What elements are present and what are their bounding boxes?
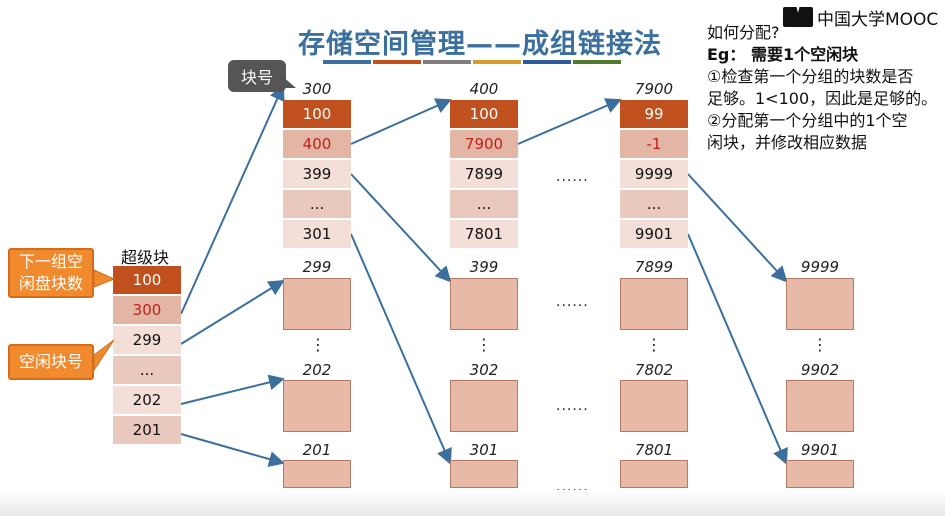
group-cell: 100	[450, 100, 518, 128]
group-cell: 7900	[450, 130, 518, 158]
free-block	[786, 278, 854, 330]
pointer-arrow	[180, 433, 285, 467]
title-bar-2	[373, 60, 421, 64]
title-bar-5	[523, 60, 571, 64]
group-cell: ...	[283, 190, 351, 218]
group-cell: 7801	[450, 220, 518, 248]
free-block	[283, 380, 351, 432]
title-bar-1	[323, 60, 371, 64]
pointer-arrow	[180, 279, 285, 345]
group-cell: 100	[283, 100, 351, 128]
pointer-arrow	[350, 173, 452, 283]
mooc-logo-icon	[783, 7, 813, 27]
free-block-label: 9902	[800, 361, 840, 379]
group-cell: 301	[283, 220, 351, 248]
superblock-cell: 201	[113, 416, 181, 444]
pointer-arrow	[687, 173, 788, 283]
page-title: 存储空间管理——成组链接法	[298, 29, 662, 60]
title-bar-4	[473, 60, 521, 64]
pointer-arrow	[180, 84, 285, 315]
group-label: 7900	[634, 80, 674, 98]
free-block	[450, 380, 518, 432]
note-step1b: 足够。1<100，因此是足够的。	[707, 89, 938, 108]
note-step2b: 闲块，并修改相应数据	[707, 133, 868, 152]
free-block	[283, 460, 351, 488]
free-block	[786, 460, 854, 488]
free-block	[620, 278, 688, 330]
note-step1a: ①检查第一个分组的块数是否	[707, 67, 914, 86]
free-block-label: 202	[302, 361, 332, 379]
free-block	[786, 380, 854, 432]
pointer-arrow	[517, 98, 622, 145]
free-block-label: 299	[302, 258, 332, 276]
free-block	[620, 380, 688, 432]
group-cell: 99	[620, 100, 688, 128]
title-bar-3	[423, 60, 471, 64]
free-block-label: 7899	[634, 258, 674, 276]
group-cell: 399	[283, 160, 351, 188]
group-cell: -1	[620, 130, 688, 158]
group-cell: 9901	[620, 220, 688, 248]
free-block	[450, 278, 518, 330]
note-question: 如何分配?	[707, 23, 780, 42]
free-block-label: 7802	[634, 361, 674, 379]
free-block-label: 301	[469, 441, 499, 459]
superblock-label: 超级块	[121, 248, 170, 267]
free-block-label: 9901	[800, 441, 840, 459]
callout-next-group-text: 下一组空闲盘块数	[18, 252, 83, 293]
pointer-arrow	[350, 98, 452, 145]
ellipsis-row-1: ......	[556, 294, 589, 310]
group-cell: 400	[283, 130, 351, 158]
group-cell: 7899	[450, 160, 518, 188]
superblock-cell: 100	[113, 266, 181, 294]
free-block-label: 201	[302, 441, 332, 459]
free-block-label: 7801	[634, 441, 674, 459]
free-block	[620, 460, 688, 488]
superblock-cell: ...	[113, 356, 181, 384]
free-block-label: 9999	[800, 258, 840, 276]
group-cell: 9999	[620, 160, 688, 188]
footer-strip	[0, 490, 945, 516]
superblock-cell: 300	[113, 296, 181, 324]
free-block	[283, 278, 351, 330]
pointer-arrow	[350, 233, 452, 465]
group-label: 400	[469, 80, 499, 98]
pointer-arrow	[687, 233, 788, 465]
mooc-logo-text: 中国大学MOOC	[817, 9, 939, 30]
group-label: 300	[302, 80, 332, 98]
superblock-cell: 299	[113, 326, 181, 354]
free-block-label: 302	[469, 361, 499, 379]
ellipsis-row-2: ......	[556, 398, 589, 414]
pointer-arrow	[180, 374, 285, 405]
free-block	[450, 460, 518, 488]
group-cell: ...	[450, 190, 518, 218]
group-cell: ...	[620, 190, 688, 218]
callout-free-number: 空闲块号	[8, 344, 94, 380]
callout-next-group: 下一组空闲盘块数	[8, 248, 94, 298]
title-bar-6	[573, 60, 621, 64]
callout-block-number: 块号	[228, 60, 286, 92]
superblock-cell: 202	[113, 386, 181, 414]
mooc-logo: 中国大学MOOC	[783, 5, 939, 30]
note-example: Eg： 需要1个空闲块	[707, 45, 859, 64]
free-block-label: 399	[469, 258, 499, 276]
note-step2a: ②分配第一个分组中的1个空	[707, 111, 908, 130]
ellipsis-row-top: ......	[556, 169, 589, 185]
